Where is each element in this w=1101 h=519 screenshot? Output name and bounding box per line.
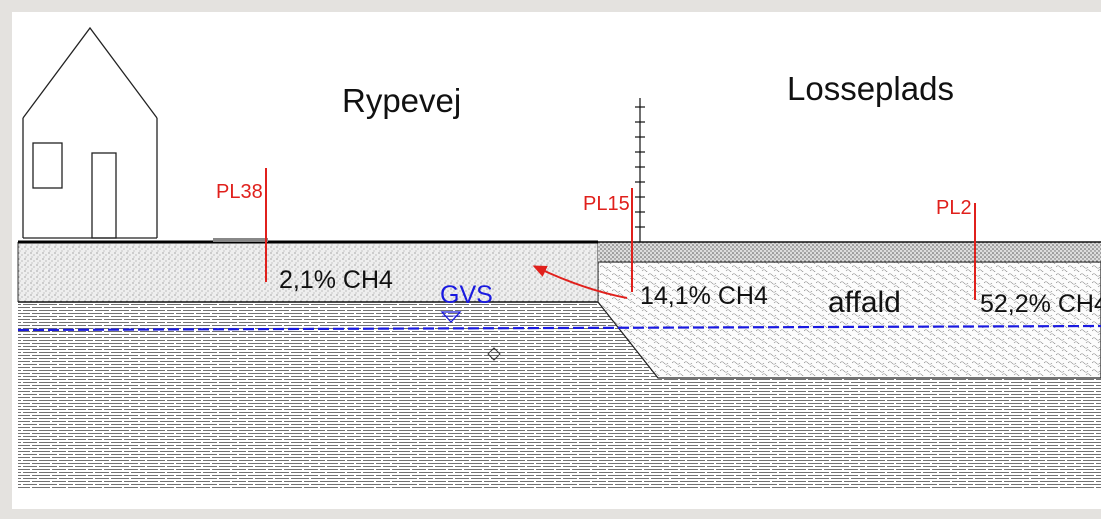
marker-diamond-icon xyxy=(487,347,501,361)
well-pl38: PL38 2,1% CH4 xyxy=(216,168,393,294)
road-name-label: Rypevej xyxy=(342,82,461,119)
well-id-label: PL38 xyxy=(216,181,263,203)
road-fill-layer xyxy=(18,242,598,302)
well-pl15: PL15 14,1% CH4 xyxy=(583,188,768,310)
methane-reading: 14,1% CH4 xyxy=(640,282,768,310)
groundwater-label: GVS xyxy=(440,281,493,309)
methane-reading: 52,2% CH4 xyxy=(980,290,1101,318)
cross-section-diagram: Rypevej Losseplads affald GVS PL38 2,1% … xyxy=(17,26,1101,490)
landfill-name-label: Losseplads xyxy=(787,70,954,107)
house-icon xyxy=(22,26,158,239)
road-curb xyxy=(213,238,268,242)
water-level-triangle-icon xyxy=(440,311,462,323)
well-id-label: PL2 xyxy=(936,197,972,219)
diagram-frame: Rypevej Losseplads affald GVS PL38 2,1% … xyxy=(12,12,1101,509)
well-pl2: PL2 52,2% CH4 xyxy=(936,197,1101,318)
fence-icon xyxy=(635,98,645,242)
landfill-cover-layer xyxy=(598,242,1101,262)
gas-migration-arrow-icon xyxy=(532,265,628,299)
waste-body xyxy=(597,261,1101,379)
methane-reading: 2,1% CH4 xyxy=(279,266,393,294)
waste-label: affald xyxy=(828,286,901,319)
well-id-label: PL15 xyxy=(583,193,630,215)
groundwater-line xyxy=(17,324,1101,332)
